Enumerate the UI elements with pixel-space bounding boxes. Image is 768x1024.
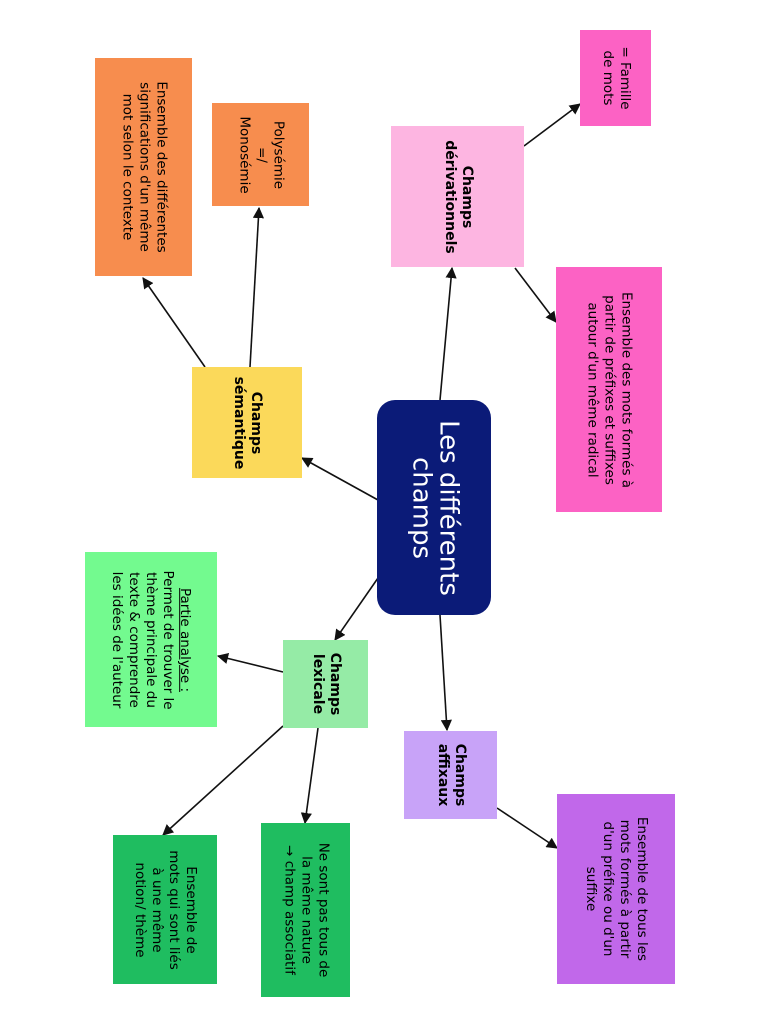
champ-associatif-box: Ne sont pas tous de la même nature → cha… bbox=[261, 823, 350, 997]
arrow-center-to-derivationnels bbox=[439, 266, 457, 401]
arrow-semantique-to-definition bbox=[142, 277, 206, 368]
arrow-lexicale-to-definition bbox=[162, 725, 284, 836]
arrow-semantique-to-polysemie bbox=[249, 206, 265, 368]
lexicale-definition-box: Ensemble de mots qui sont liés à une mêm… bbox=[113, 835, 217, 984]
arrow-affixaux-to-definition bbox=[496, 807, 558, 849]
semantique-definition-box: Ensemble des différentes significations … bbox=[95, 58, 192, 276]
polysemie-box: Polysémie =/ Monosémie bbox=[212, 103, 309, 206]
champs-affixaux-node: Champs affixaux bbox=[404, 731, 497, 819]
arrow-lexicale-to-analyse bbox=[216, 652, 284, 673]
arrow-center-to-affixaux bbox=[439, 614, 452, 732]
famille-de-mots-box: = Famille de mots bbox=[580, 30, 651, 126]
champs-semantique-node: Champs sémantique bbox=[192, 367, 302, 478]
arrow-center-to-semantique bbox=[301, 457, 379, 501]
affixaux-definition-box: Ensemble de tous les mots formés à parti… bbox=[557, 794, 675, 984]
champs-lexicale-node: Champs lexicale bbox=[283, 640, 368, 728]
arrow-lexicale-to-nature bbox=[300, 727, 319, 825]
central-title-text: Les différents champs bbox=[406, 419, 464, 596]
arrow-center-to-lexicale bbox=[334, 577, 379, 641]
derivationnels-definition-box: Ensemble des mots formés à partir de pré… bbox=[556, 267, 662, 512]
central-title-node: Les différents champs bbox=[377, 400, 491, 615]
champs-derivationnels-node: Champs dérivationnels bbox=[391, 126, 524, 267]
arrow-derivationnels-to-famille bbox=[523, 103, 581, 147]
arrow-derivationnels-to-definition bbox=[514, 267, 557, 323]
partie-analyse-box: Partie analyse : Permet de trouver le th… bbox=[85, 552, 217, 727]
